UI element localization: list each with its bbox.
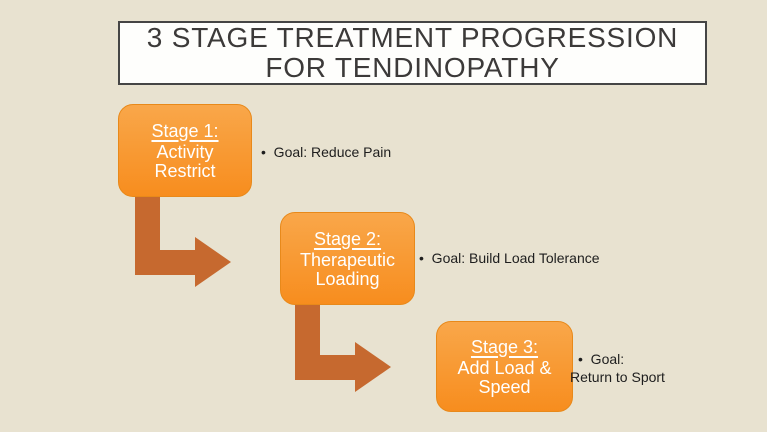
stage-3-goal-line: • Goal:	[578, 351, 625, 367]
stage-3-goal: • Goal: Return to Sport	[570, 350, 665, 386]
stage-2-heading: Stage 2:	[313, 228, 382, 249]
title-line-1: 3 STAGE TREATMENT PROGRESSION	[146, 22, 679, 53]
stage-2-goal: • Goal: Build Load Tolerance	[419, 249, 600, 267]
stage-1-goal: • Goal: Reduce Pain	[261, 143, 391, 161]
stage-3-body-line: Speed	[478, 376, 531, 397]
stage-2-body-line: Therapeutic	[299, 249, 396, 270]
stage-3-box: Stage 3: Add Load & Speed	[436, 321, 573, 412]
elbow-arrow-stage1-to-stage2	[135, 190, 231, 287]
title-box: 3 STAGE TREATMENT PROGRESSION FOR TENDIN…	[118, 21, 707, 85]
stage-1-goal-line: • Goal: Reduce Pain	[261, 144, 392, 160]
title-line-2: FOR TENDINOPATHY	[265, 52, 560, 83]
stage-3-heading: Stage 3:	[470, 336, 539, 357]
stage-2-body-line: Loading	[315, 268, 380, 289]
elbow-arrow-stage2-to-stage3	[295, 300, 391, 392]
stage-2-goal-line: • Goal: Build Load Tolerance	[419, 250, 600, 266]
stage-1-body-line: Restrict	[154, 160, 216, 181]
stage-1-body-line: Activity	[156, 141, 214, 162]
stage-3-body-line: Add Load &	[457, 357, 552, 378]
stage-1-heading: Stage 1:	[151, 120, 219, 141]
stage-2-box: Stage 2: Therapeutic Loading	[280, 212, 415, 305]
stage-1-box: Stage 1: Activity Restrict	[118, 104, 252, 197]
stage-3-goal-line: Return to Sport	[570, 369, 665, 385]
